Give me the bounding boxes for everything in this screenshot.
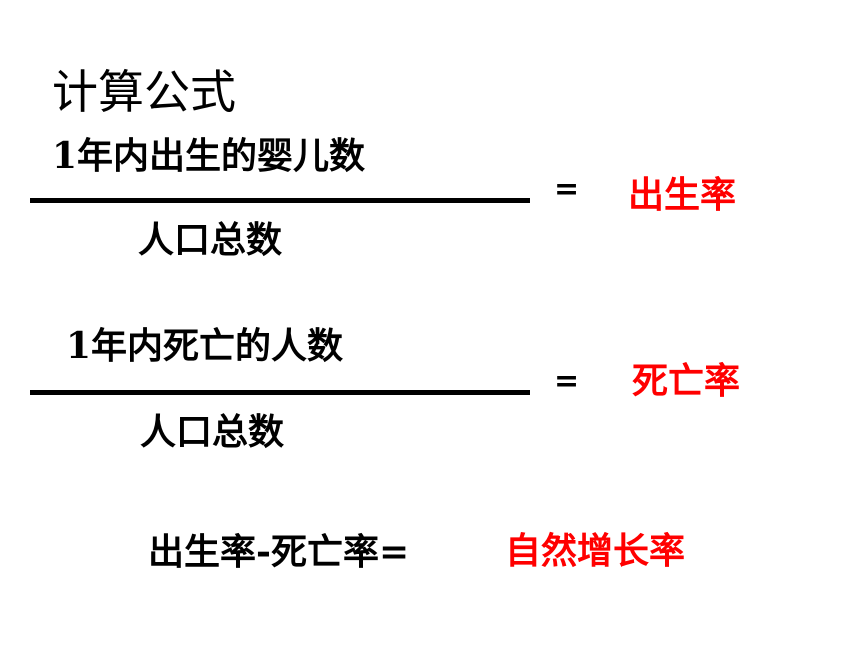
death-denominator: 人口总数 (140, 411, 285, 453)
page-title: 计算公式 (52, 65, 236, 119)
birth-numerator: 1年内出生的婴儿数 (52, 135, 366, 177)
death-fraction-bar (30, 390, 530, 395)
birth-equals-sign: = (554, 172, 580, 207)
death-equals-sign: = (554, 364, 580, 399)
birth-fraction-bar (30, 198, 530, 203)
birth-denominator: 人口总数 (138, 219, 283, 261)
birth-rate-result: 出生率 (628, 175, 737, 216)
death-rate-result: 死亡率 (632, 361, 741, 402)
natural-growth-expression: 出生率-死亡率= (148, 531, 410, 573)
natural-growth-result: 自然增长率 (505, 531, 686, 572)
death-numerator: 1年内死亡的人数 (66, 325, 344, 367)
